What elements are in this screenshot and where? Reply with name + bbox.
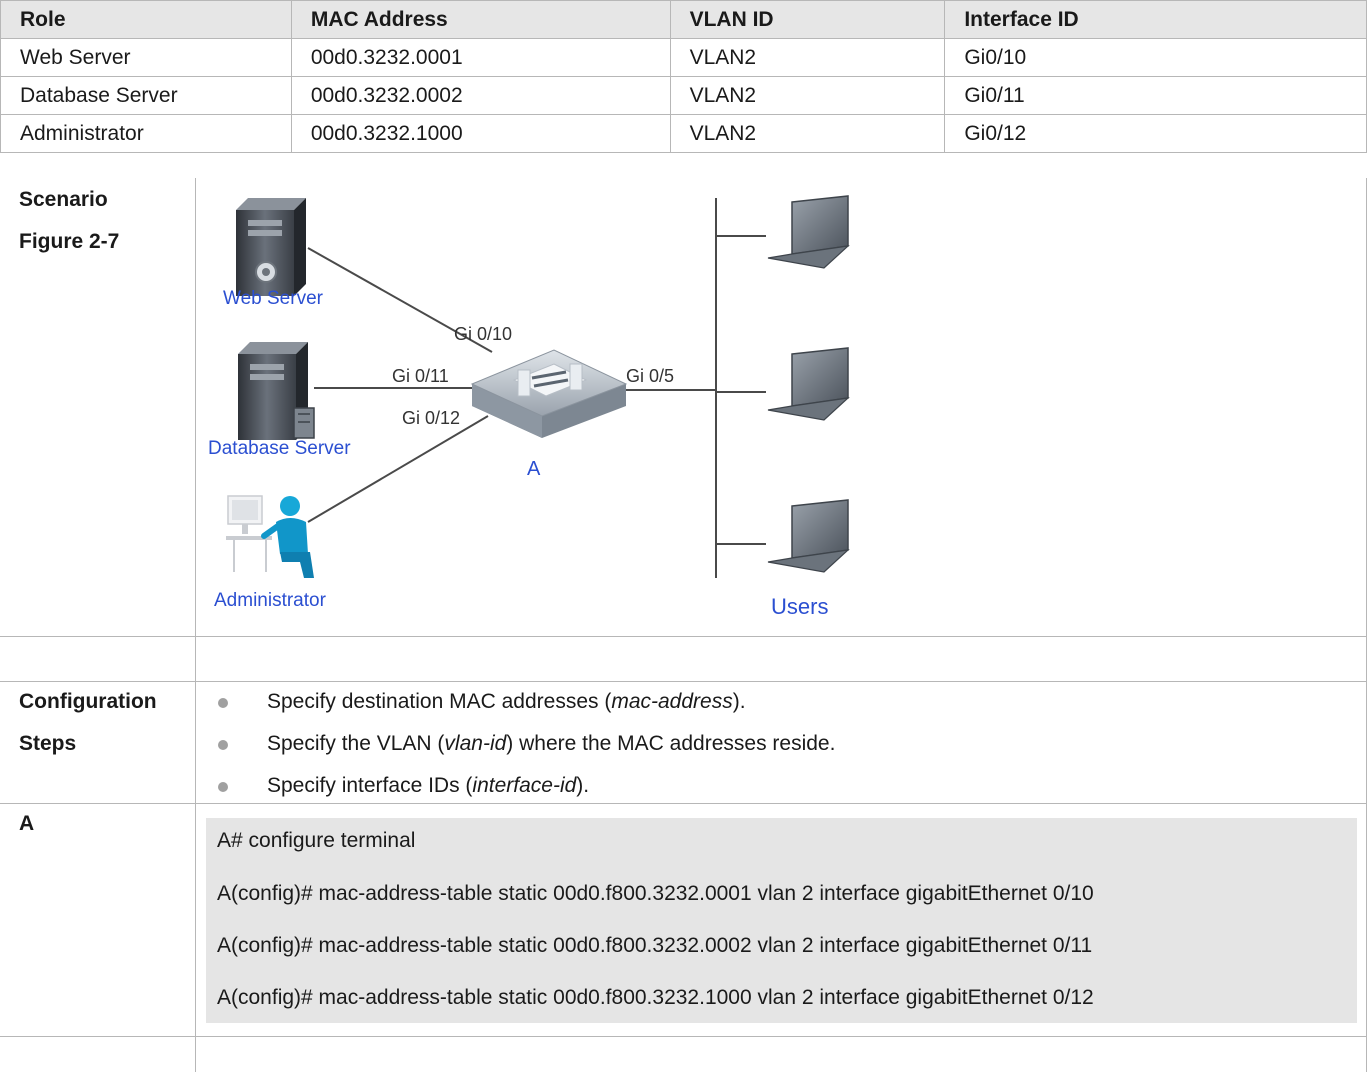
port-label-database: Gi 0/11 bbox=[392, 366, 449, 386]
laptop-icon bbox=[767, 499, 850, 573]
configuration-label: Configuration bbox=[19, 690, 157, 713]
cell-role: Web Server bbox=[0, 38, 292, 77]
mac-address-table: Role MAC Address VLAN ID Interface ID We… bbox=[0, 0, 1367, 153]
cell-vlan: VLAN2 bbox=[669, 76, 946, 115]
database-server-label: Database Server bbox=[208, 438, 351, 459]
bullet-icon bbox=[218, 698, 228, 708]
cell-interface: Gi0/12 bbox=[944, 114, 1367, 153]
users-label: Users bbox=[771, 594, 828, 619]
cell-interface: Gi0/10 bbox=[944, 38, 1367, 77]
header-vlan-id: VLAN ID bbox=[669, 0, 946, 39]
device-a-label: A bbox=[19, 812, 35, 835]
cell-role: Administrator bbox=[0, 114, 292, 153]
cell-vlan: VLAN2 bbox=[669, 114, 946, 153]
administrator-icon bbox=[226, 495, 314, 578]
port-label-admin: Gi 0/12 bbox=[402, 408, 460, 428]
table-row: Administrator 00d0.3232.1000 VLAN2 Gi0/1… bbox=[0, 114, 1367, 153]
row-divider bbox=[0, 803, 1367, 804]
code-line: A(config)# mac-address-table static 00d0… bbox=[217, 986, 1094, 1009]
column-divider bbox=[195, 178, 196, 1072]
cell-mac: 00d0.3232.0002 bbox=[290, 76, 671, 115]
code-line: A(config)# mac-address-table static 00d0… bbox=[217, 934, 1093, 957]
cell-interface: Gi0/11 bbox=[944, 76, 1367, 115]
administrator-label: Administrator bbox=[214, 590, 327, 611]
laptop-icon bbox=[767, 195, 850, 269]
header-mac-address: MAC Address bbox=[290, 0, 671, 39]
switch-icon bbox=[470, 349, 628, 438]
laptop-icon bbox=[767, 347, 850, 421]
table-header-row: Role MAC Address VLAN ID Interface ID bbox=[0, 0, 1367, 39]
network-topology-figure: Web Server Database Server Administrator… bbox=[208, 195, 850, 619]
steps-label: Steps bbox=[19, 732, 77, 755]
header-role: Role bbox=[0, 0, 292, 39]
port-label-users: Gi 0/5 bbox=[626, 366, 674, 386]
code-line: A(config)# mac-address-table static 00d0… bbox=[217, 882, 1094, 905]
row-divider bbox=[0, 681, 1367, 682]
cell-mac: 00d0.3232.0001 bbox=[290, 38, 671, 77]
port-label-web: Gi 0/10 bbox=[454, 324, 512, 344]
cell-role: Database Server bbox=[0, 76, 292, 115]
database-server-icon bbox=[238, 342, 315, 440]
cell-vlan: VLAN2 bbox=[669, 38, 946, 77]
code-block: A# configure terminal A(config)# mac-add… bbox=[206, 818, 1357, 1023]
code-line: A# configure terminal bbox=[217, 829, 416, 852]
cell-mac: 00d0.3232.1000 bbox=[290, 114, 671, 153]
switch-label: A bbox=[527, 458, 541, 480]
bullet-icon bbox=[218, 782, 228, 792]
bullet-icon bbox=[218, 740, 228, 750]
figure-label: Figure 2-7 bbox=[19, 230, 120, 253]
web-server-icon bbox=[236, 198, 306, 296]
scenario-label: Scenario bbox=[19, 188, 108, 211]
row-divider bbox=[0, 1036, 1367, 1037]
table-row: Web Server 00d0.3232.0001 VLAN2 Gi0/10 bbox=[0, 38, 1367, 77]
web-server-label: Web Server bbox=[223, 288, 324, 309]
row-divider bbox=[0, 636, 1367, 637]
links bbox=[307, 198, 766, 578]
header-interface-id: Interface ID bbox=[944, 0, 1367, 39]
link-admin bbox=[307, 415, 489, 523]
link-web bbox=[307, 247, 493, 353]
table-row: Database Server 00d0.3232.0002 VLAN2 Gi0… bbox=[0, 76, 1367, 115]
